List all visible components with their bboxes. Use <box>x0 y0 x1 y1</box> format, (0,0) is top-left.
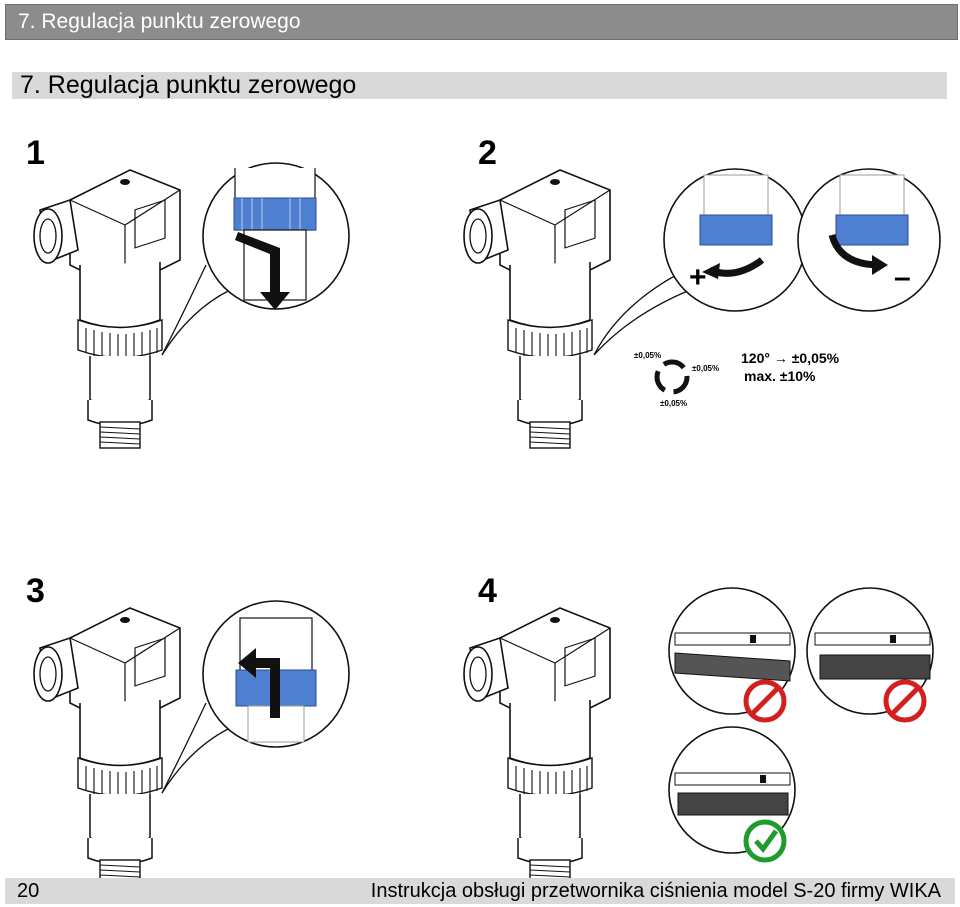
forbidden-icon <box>886 682 924 720</box>
page-footer: 20 Instrukcja obsługi przetwornika ciśni… <box>5 878 955 904</box>
section-heading-text: 7. Regulacja punktu zerowego <box>20 71 357 99</box>
step1-illustration <box>33 162 350 449</box>
transmitter-drawing <box>33 607 181 887</box>
window-title: 7. Regulacja punktu zerowego <box>18 10 301 33</box>
forbidden-icon <box>746 682 784 720</box>
plus-sign: + <box>689 261 707 294</box>
ring-label-right: ±0,05% <box>692 364 719 373</box>
section-heading: 7. Regulacja punktu zerowego <box>12 72 947 99</box>
step-number-4: 4 <box>478 572 497 610</box>
rotation-ring-icon <box>654 359 690 395</box>
arrow-down-icon <box>235 232 290 310</box>
ring-label-top: ±0,05% <box>634 351 661 360</box>
arrow-up-icon <box>238 648 280 718</box>
accuracy-note-line2: max. ±10% <box>744 368 816 384</box>
transmitter-drawing <box>463 607 611 887</box>
zero-ring-blue <box>233 197 317 231</box>
step-number-1: 1 <box>26 134 45 172</box>
window-title-bar: 7. Regulacja punktu zerowego <box>5 4 958 40</box>
step3-illustration <box>33 600 350 887</box>
check-ok-icon <box>743 819 787 863</box>
accuracy-note-line1: 120° → ±0,05% <box>741 350 840 366</box>
step4-illustration <box>463 587 934 887</box>
step2-illustration: + – ±0,05% ±0,05% ±0,05% 120° → ±0,05% m… <box>463 168 941 449</box>
page-number: 20 <box>17 880 40 902</box>
step-number-3: 3 <box>26 572 45 610</box>
step-number-2: 2 <box>478 134 497 172</box>
footer-title: Instrukcja obsługi przetwornika ciśnieni… <box>370 880 941 902</box>
transmitter-drawing <box>33 169 181 449</box>
minus-sign: – <box>894 261 911 294</box>
ring-label-bottom: ±0,05% <box>660 399 687 408</box>
transmitter-drawing <box>463 169 611 449</box>
